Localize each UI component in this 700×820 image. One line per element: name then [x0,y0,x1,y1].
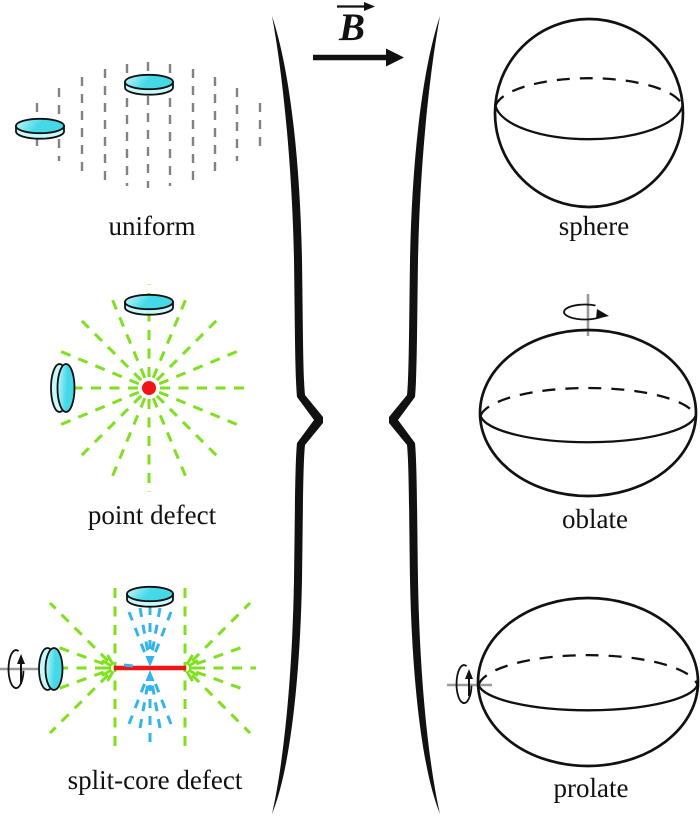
rotation-axis-icon [0,649,40,689]
brace-right [389,16,440,814]
blue-arrow-down-icon [145,656,155,667]
sphere-shape: sphere [493,17,685,241]
disk-side-icon [50,363,76,413]
blue-arrow-up-icon [145,670,155,681]
prolate-label: prolate [554,773,629,803]
b-field-annotation: B [313,2,404,67]
disk-side-icon [38,647,64,691]
disk-icon [124,73,174,96]
point-defect-label: point defect [88,500,217,530]
defect-end-fans [100,654,200,682]
vector-hat-head-icon [364,2,375,11]
sphere-label: sphere [559,211,629,241]
field-arrow-head-icon [386,48,404,67]
oblate-shape: oblate [478,294,698,534]
b-field-symbol: B [338,6,365,49]
disk-icon [15,117,65,140]
prolate-shape: prolate [447,596,700,803]
uniform-label: uniform [109,211,196,241]
brace-left [272,16,323,814]
split-core-blue-lines [123,606,173,742]
disk-icon [126,585,174,608]
radial-dashed-lines [49,284,249,492]
rotation-axis-icon [447,664,492,704]
transformation-braces [272,16,440,814]
split-core-field: split-core defect [0,585,256,795]
point-defect-dot [142,381,156,395]
disk-icon [124,293,174,316]
oblate-label: oblate [562,504,628,534]
split-core-label: split-core defect [68,765,243,795]
uniform-director-field: uniform [15,62,262,241]
point-defect-field: point defect [49,284,249,530]
